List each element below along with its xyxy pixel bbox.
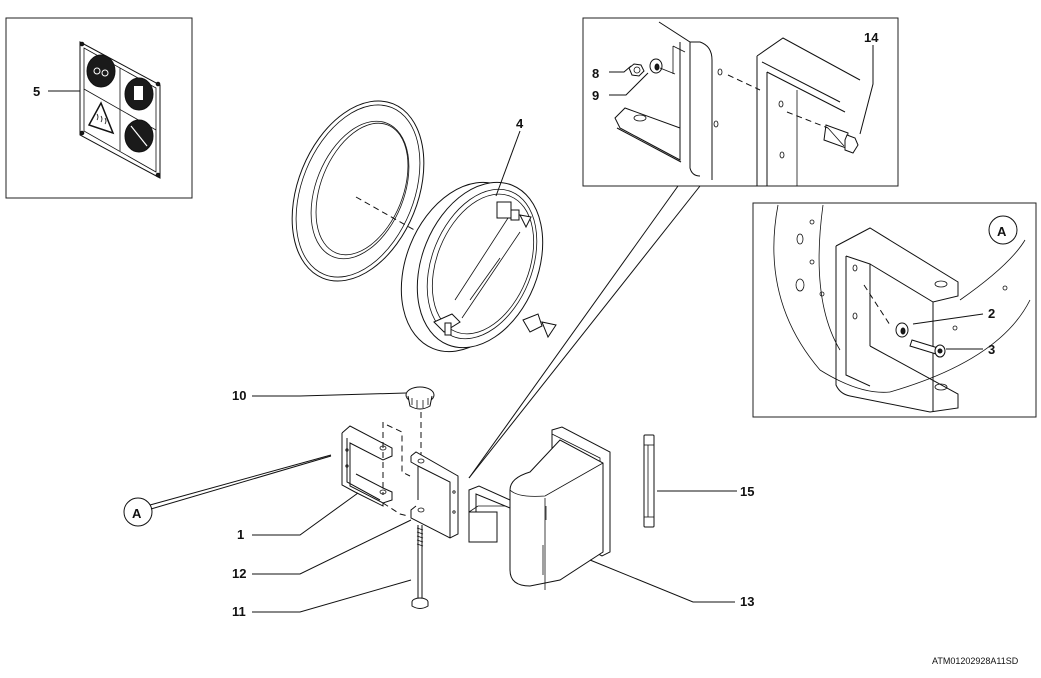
washer-9	[649, 58, 676, 75]
leader-line-8	[609, 65, 632, 73]
leader-line-2	[912, 313, 984, 325]
strip-15	[643, 434, 655, 528]
left-bracket	[614, 21, 723, 180]
hot-surface-warning-icon	[87, 101, 115, 135]
axis-line	[355, 196, 426, 237]
porthole-window	[400, 181, 557, 353]
drawing-reference-code: ATM01202928A11SD	[932, 656, 1019, 666]
gloves-icon	[124, 77, 154, 111]
callout-2: 2	[988, 306, 995, 321]
callout-9: 9	[592, 88, 599, 103]
bolt-detail-panel: 8 9 14	[582, 17, 899, 187]
leader-line-9	[609, 72, 649, 96]
callout-4: 4	[516, 116, 524, 131]
safety-sign-panel: 5	[5, 17, 193, 199]
detail-a-callout: A	[123, 497, 153, 527]
svg-text:A: A	[997, 224, 1007, 239]
leader-line-10	[252, 392, 407, 397]
lamp-housing-13	[468, 426, 611, 590]
callout-1: 1	[237, 527, 244, 542]
threaded-rod-11	[411, 525, 429, 609]
leader-line-11	[252, 579, 412, 613]
bracket-12-axis-line-bottom	[382, 502, 409, 517]
hex-bolt-14	[823, 124, 859, 154]
safety-sign-plate	[79, 41, 161, 179]
leader-line-12	[252, 519, 412, 575]
leader-line-4	[495, 130, 521, 197]
leader-line-1	[252, 492, 359, 536]
leader-line-a-2	[150, 455, 332, 510]
goggles-icon	[86, 54, 116, 88]
hinge-top	[496, 201, 532, 229]
leader-line-13	[589, 559, 735, 603]
porthole-gasket-ring	[291, 100, 425, 282]
washer-2	[895, 322, 909, 338]
callout-10: 10	[232, 388, 246, 403]
callout-3: 3	[988, 342, 995, 357]
clamp-handle	[522, 313, 557, 339]
callout-8: 8	[592, 66, 599, 81]
knob-10	[405, 386, 435, 410]
socket-screw-3	[909, 339, 946, 358]
callout-14: 14	[864, 30, 879, 45]
right-frame	[756, 37, 861, 186]
bracket-detail	[835, 227, 959, 413]
callout-12: 12	[232, 566, 246, 581]
callout-11: 11	[232, 604, 246, 619]
no-entry-icon	[124, 119, 154, 153]
svg-text:A: A	[132, 506, 142, 521]
bracket-1	[341, 425, 393, 507]
detail-a-marker: A	[988, 215, 1018, 245]
detail-connector	[468, 185, 701, 479]
leader-line-14	[859, 45, 874, 135]
porthole-ring-section	[773, 204, 1031, 393]
nut-8	[628, 63, 645, 77]
mount-bracket	[468, 485, 511, 543]
callout-13: 13	[740, 594, 754, 609]
callout-5: 5	[33, 84, 40, 99]
bracket-12-axis-line-top	[386, 424, 411, 477]
leader-line-a-1	[149, 454, 332, 506]
callout-15: 15	[740, 484, 754, 499]
detail-a-panel: A 2 3	[752, 202, 1037, 418]
hinge-bottom	[433, 313, 461, 336]
bracket-12	[410, 451, 459, 539]
